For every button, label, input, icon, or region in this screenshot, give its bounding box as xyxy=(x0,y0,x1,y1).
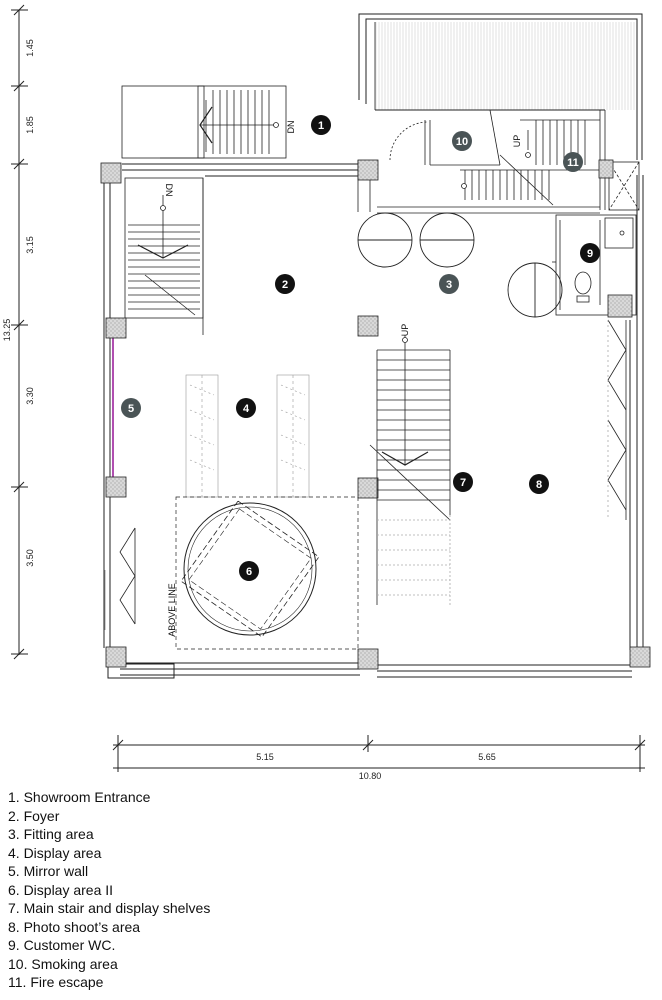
left-stair xyxy=(124,177,204,335)
svg-text:5: 5 xyxy=(128,403,134,415)
legend-item: 2. Foyer xyxy=(8,807,60,824)
legend-item: 3. Fitting area xyxy=(8,826,94,842)
legend: 1. Showroom Entrance 2. Foyer 3. Fitting… xyxy=(8,788,308,992)
dimension-vertical-total: 13.25 xyxy=(2,319,12,342)
svg-text:6: 6 xyxy=(246,566,252,578)
left-display-shelves xyxy=(104,527,136,630)
vertical-dimension-line xyxy=(11,4,28,660)
legend-item: 1. Showroom Entrance xyxy=(8,789,151,805)
room-marker-4: 4 xyxy=(236,398,256,418)
display-racks xyxy=(185,374,310,498)
svg-text:2: 2 xyxy=(282,279,288,291)
svg-text:10: 10 xyxy=(456,136,468,148)
legend-item: 11. Fire escape xyxy=(8,974,104,990)
legend-item: 6. Display area II xyxy=(8,881,114,898)
legend-item: 9. Customer WC. xyxy=(8,937,116,953)
room-markers: 1 2 3 4 5 6 7 8 xyxy=(121,115,600,581)
room-marker-6: 6 xyxy=(239,561,259,581)
legend-item: 4. Display area xyxy=(8,844,102,861)
room-marker-9: 9 xyxy=(580,243,600,263)
dimension-horizontal-total: 10.80 xyxy=(359,771,382,781)
fire-escape-strip xyxy=(608,161,640,211)
columns xyxy=(100,159,651,670)
room-marker-8: 8 xyxy=(529,474,549,494)
above-line-label: ABOVE LINE xyxy=(167,583,177,637)
smoking-stair-label: UP xyxy=(512,135,522,148)
horizontal-dimension-line xyxy=(112,735,646,772)
main-stair xyxy=(369,335,451,605)
room-marker-7: 7 xyxy=(453,472,473,492)
room-marker-3: 3 xyxy=(439,274,459,294)
main-stair-label: UP xyxy=(400,324,410,337)
display-area-ii xyxy=(175,496,359,650)
legend-item: 10. Smoking area xyxy=(8,955,118,972)
svg-text:9: 9 xyxy=(587,248,593,260)
dimension-horizontal-2: 5.65 xyxy=(478,752,496,762)
left-stair-label: DN xyxy=(164,184,174,197)
dimension-vertical-2: 1.85 xyxy=(25,116,35,134)
room-marker-1: 1 xyxy=(311,115,331,135)
svg-text:11: 11 xyxy=(567,157,579,169)
svg-text:3: 3 xyxy=(446,279,452,291)
svg-text:1: 1 xyxy=(318,120,324,132)
svg-text:8: 8 xyxy=(536,479,542,491)
customer-wc xyxy=(552,214,637,316)
legend-item: 7. Main stair and display shelves xyxy=(8,900,211,916)
room-marker-2: 2 xyxy=(275,274,295,294)
dimension-vertical-5: 3.50 xyxy=(25,549,35,567)
legend-item: 8. Photo shoot’s area xyxy=(8,918,141,935)
dimension-horizontal-1: 5.15 xyxy=(256,752,274,762)
dimension-vertical-3: 3.15 xyxy=(25,236,35,254)
dimension-vertical-4: 3.30 xyxy=(25,387,35,405)
balcony xyxy=(358,13,643,160)
entrance-stair xyxy=(121,85,287,159)
dimension-vertical-1: 1.45 xyxy=(25,39,35,57)
svg-text:4: 4 xyxy=(243,403,250,415)
right-display-shelves xyxy=(607,319,627,520)
legend-item: 5. Mirror wall xyxy=(8,863,89,879)
outer-walls xyxy=(103,163,644,679)
room-marker-5: 5 xyxy=(121,398,141,418)
floor-plan: 1.45 1.85 3.15 3.30 3.50 13.25 5.15 5.65… xyxy=(2,4,651,781)
svg-text:7: 7 xyxy=(460,477,466,489)
fitting-stools xyxy=(357,212,563,318)
entrance-stair-label: DN xyxy=(286,121,296,134)
room-marker-10: 10 xyxy=(452,131,472,151)
room-marker-11: 11 xyxy=(563,152,583,172)
